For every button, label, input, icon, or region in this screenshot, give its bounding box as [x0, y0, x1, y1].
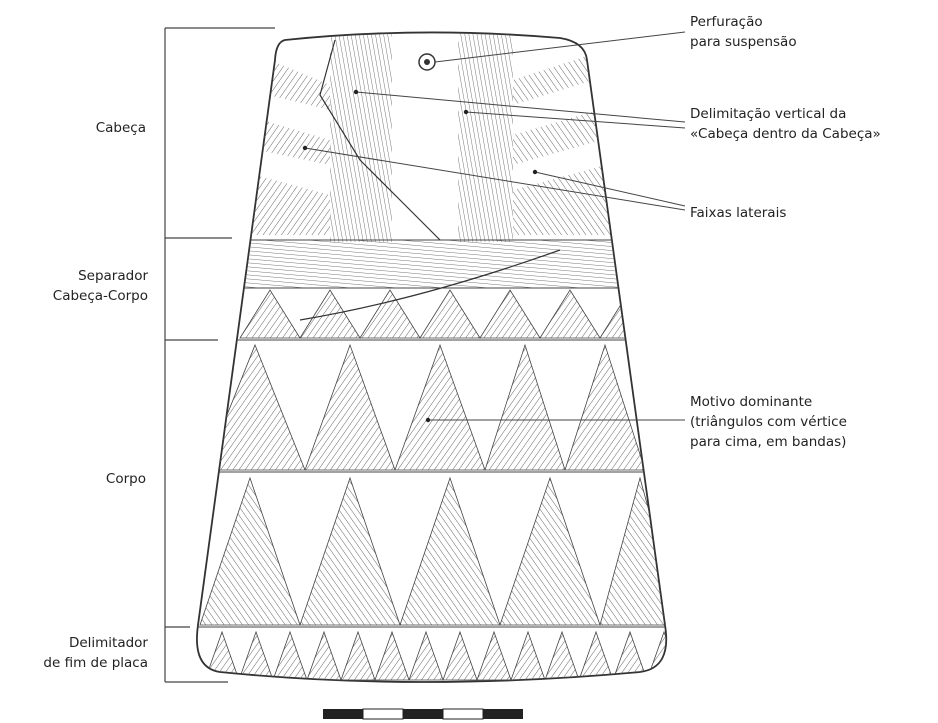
label-separador: Separador Cabeça-Corpo	[53, 266, 148, 306]
label-separador-line2: Cabeça-Corpo	[53, 286, 148, 306]
label-separador-line1: Separador	[53, 266, 148, 286]
label-delimitacao: Delimitação vertical da «Cabeça dentro d…	[690, 104, 881, 144]
plate-engraving	[180, 32, 740, 680]
label-faixas: Faixas laterais	[690, 203, 786, 223]
label-motivo-line3: para cima, em bandas)	[690, 432, 847, 452]
separator-triangles	[240, 290, 660, 338]
head-lateral-band-left-low	[250, 175, 330, 235]
head-lateral-band-left-mid	[258, 120, 330, 165]
label-delimitacao-line1: Delimitação vertical da	[690, 104, 881, 124]
head-lateral-band-right-top	[513, 55, 594, 105]
label-perfuracao: Perfuração para suspensão	[690, 12, 797, 52]
label-delimitador: Delimitador de fim de placa	[43, 633, 148, 673]
label-motivo: Motivo dominante (triângulos com vértice…	[690, 392, 847, 452]
head-lateral-band-right-low	[513, 165, 612, 235]
end-delimiter-triangles	[205, 632, 681, 680]
head-lateral-band-left-top	[268, 60, 330, 110]
label-delimitador-line2: de fim de placa	[43, 653, 148, 673]
head-vertical-band-right	[458, 32, 513, 242]
label-corpo: Corpo	[106, 469, 146, 489]
suspension-hole-inner	[424, 59, 430, 65]
separator-band	[180, 240, 740, 288]
label-perfuracao-line1: Perfuração	[690, 12, 797, 32]
label-motivo-line1: Motivo dominante	[690, 392, 847, 412]
label-delimitacao-line2: «Cabeça dentro da Cabeça»	[690, 124, 881, 144]
label-cabeca: Cabeça	[96, 118, 146, 138]
body-band-1-triangles	[205, 345, 645, 470]
head-vertical-band-left	[330, 32, 392, 242]
label-perfuracao-line2: para suspensão	[690, 32, 797, 52]
body-band-2-triangles	[200, 478, 680, 625]
label-delimitador-line1: Delimitador	[43, 633, 148, 653]
scale-bar	[323, 709, 523, 719]
label-motivo-line2: (triângulos com vértice	[690, 412, 847, 432]
